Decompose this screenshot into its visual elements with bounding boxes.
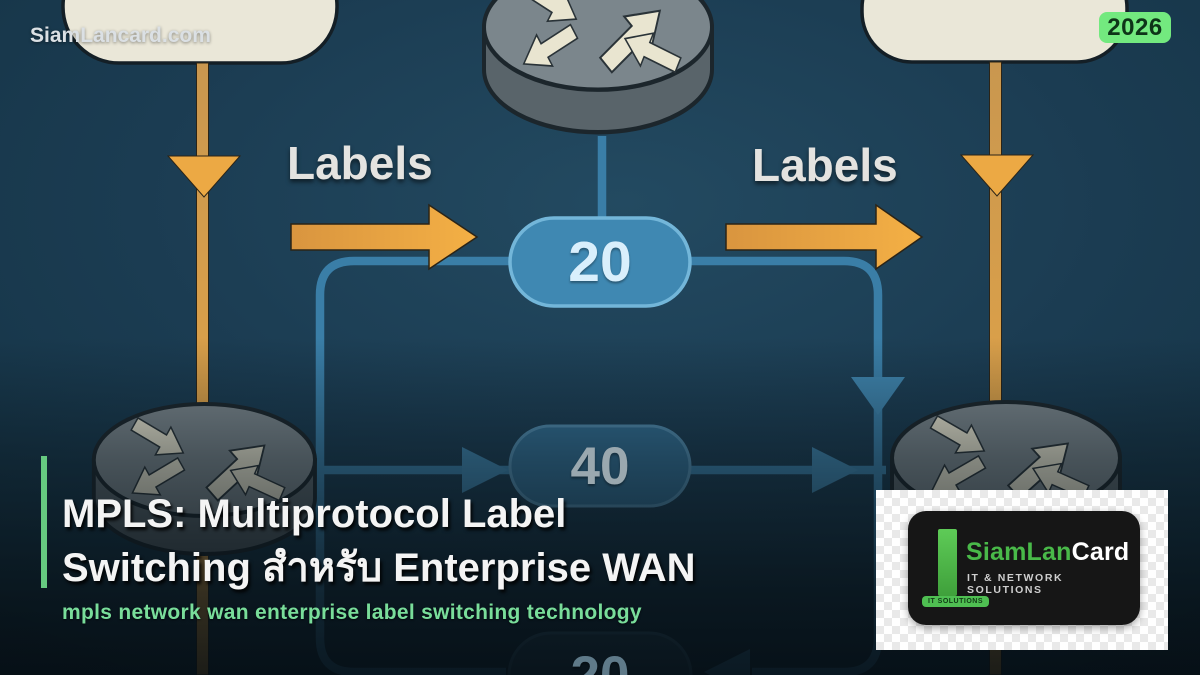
cloud-shape-right [860,0,1129,64]
year-badge: 2026 [1099,12,1171,43]
brand-mini-badge: IT SOLUTIONS [922,596,989,607]
brand-name: SiamLanCard [966,538,1129,567]
brand-tagline: IT & NETWORK SOLUTIONS [967,572,1064,596]
arrowhead-right-icon [812,447,858,493]
title-line-2: Switching สำหรับ Enterprise WAN [62,546,696,590]
labels-text-right: Labels [752,139,898,191]
label-value-bottom: 20 [570,645,630,675]
title-line-1: MPLS: Multiprotocol Label [62,492,567,536]
labels-text-left: Labels [287,137,433,189]
brand-bar-icon [938,529,957,596]
arrowhead-left-icon [704,649,750,675]
arrowhead-down-icon [851,377,905,415]
label-value-mid: 40 [570,436,630,496]
brand-name-secondary: Card [1071,538,1130,566]
brand-name-primary: SiamLan [966,538,1072,566]
page-title: MPLS: Multiprotocol Label Switching สำหร… [62,487,696,595]
keywords-subtitle: mpls network wan enterprise label switch… [62,601,642,624]
title-accent-bar [41,456,47,588]
router-icon-top [484,0,712,132]
watermark-text: SiamLancard.com [30,24,211,47]
brand-logo-card: SiamLanCard IT & NETWORK SOLUTIONS IT SO… [908,511,1140,625]
brand-logo-panel: SiamLanCard IT & NETWORK SOLUTIONS IT SO… [876,490,1168,650]
label-value-top: 20 [568,230,632,294]
